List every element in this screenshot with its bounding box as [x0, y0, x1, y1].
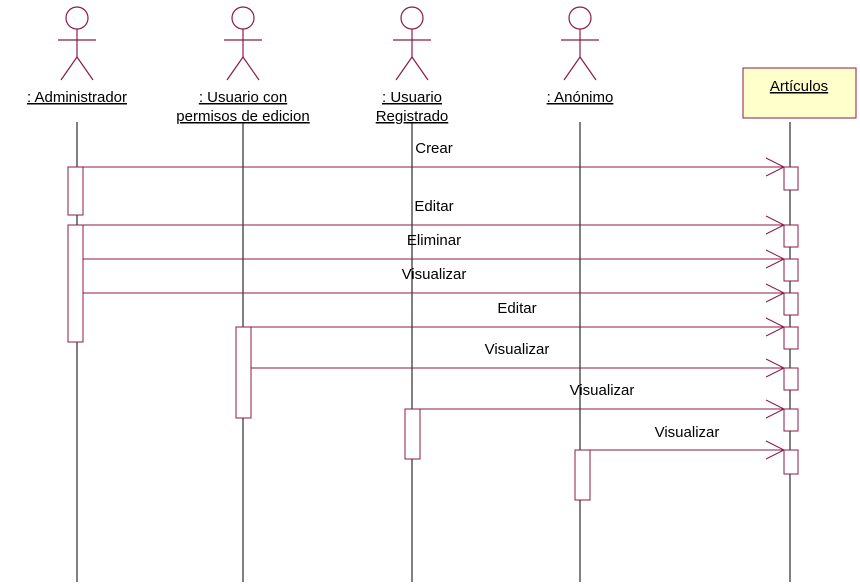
- actor-icon-administrador: [58, 6, 96, 81]
- actor-label-usuario-registrado: : Usuario Registrado: [376, 89, 449, 125]
- message-label-crear: Crear: [415, 140, 453, 157]
- actor-label-line: permisos de edicion: [176, 108, 309, 125]
- actor-icon-usuario-con-permisos: [224, 6, 262, 81]
- message-label-editar: Editar: [414, 198, 453, 215]
- arrowhead-icon: [765, 440, 786, 460]
- arrowhead-icon: [765, 317, 786, 337]
- activation-bar-articulos: [783, 224, 799, 248]
- message-label-eliminar: Eliminar: [407, 232, 461, 249]
- actor-label-line: Registrado: [376, 108, 449, 125]
- message-label-visualizar: Visualizar: [570, 382, 635, 399]
- actor-label-administrador: : Administrador: [27, 89, 127, 106]
- actor-label-usuario-con-permisos: : Usuario con permisos de edicion: [176, 89, 309, 125]
- actor-label-line: : Administrador: [27, 89, 127, 106]
- arrowhead-icon: [765, 399, 786, 419]
- activation-bar-articulos: [783, 166, 799, 191]
- arrowhead-icon: [765, 283, 786, 303]
- activation-bar-articulos: [783, 367, 799, 391]
- activation-bar-admin: [67, 166, 84, 216]
- actor-icon-usuario-registrado: [393, 6, 431, 81]
- message-labels: Crear Editar Eliminar Visualizar Editar …: [402, 140, 720, 441]
- arrowhead-icon: [765, 215, 786, 235]
- activation-bar-articulos: [783, 326, 799, 350]
- activation-bar-editor: [235, 326, 252, 419]
- message-label-visualizar: Visualizar: [655, 424, 720, 441]
- activation-bar-registrado: [404, 408, 421, 460]
- actor-icon-anonimo: [561, 6, 599, 81]
- arrowhead-icon: [765, 249, 786, 269]
- activation-bar-admin: [67, 224, 84, 343]
- message-label-editar: Editar: [497, 300, 536, 317]
- activation-bar-articulos: [783, 292, 799, 316]
- message-label-visualizar: Visualizar: [402, 266, 467, 283]
- activation-bar-anonimo: [574, 449, 591, 501]
- arrowhead-icon: [765, 157, 786, 177]
- actor-label-line: : Usuario: [382, 89, 442, 106]
- actor-label-line: : Usuario con: [199, 89, 287, 106]
- actor-label-line: : Anónimo: [547, 89, 614, 106]
- activation-bar-articulos: [783, 258, 799, 282]
- object-box: [742, 67, 857, 119]
- message-label-visualizar: Visualizar: [485, 341, 550, 358]
- object-articulos: Artículos: [742, 67, 857, 119]
- object-label: Artículos: [770, 78, 828, 95]
- actor-label-anonimo: : Anónimo: [547, 89, 614, 106]
- activation-bar-articulos: [783, 408, 799, 432]
- activation-bar-articulos: [783, 449, 799, 475]
- arrowhead-icon: [765, 358, 786, 378]
